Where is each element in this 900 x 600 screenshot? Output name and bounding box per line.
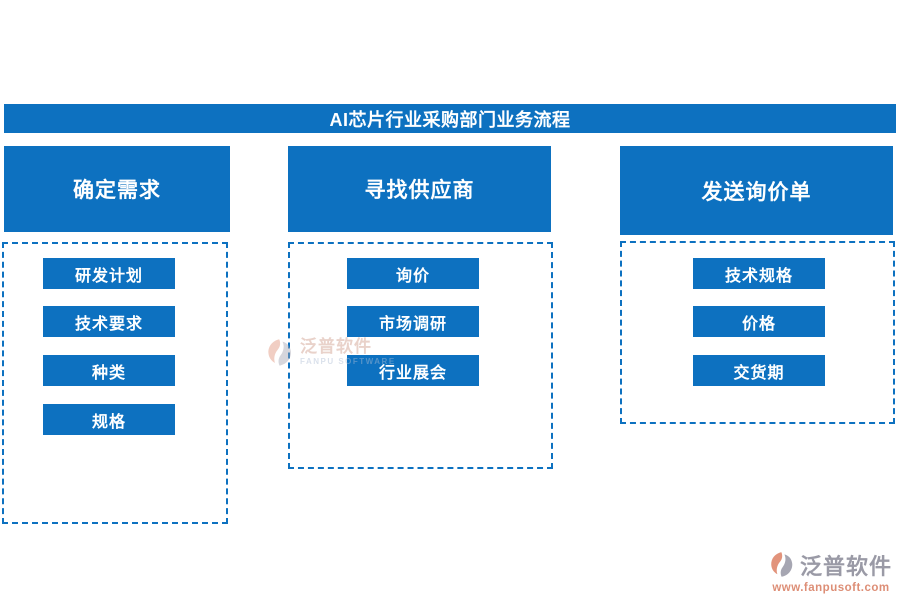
- dashed-container-column-3: [620, 241, 895, 424]
- node-delivery-date: 交货期: [693, 355, 825, 386]
- node-type: 种类: [43, 355, 175, 386]
- node-tech-spec: 技术规格: [693, 258, 825, 289]
- node-price: 价格: [693, 306, 825, 337]
- logo-website-url: www.fanpusoft.com: [772, 582, 890, 594]
- diagram-title: AI芯片行业采购部门业务流程: [4, 104, 896, 133]
- logo-row: 泛普软件: [769, 549, 893, 581]
- column-header-find-suppliers: 寻找供应商: [288, 146, 551, 232]
- fanpu-logo-icon: [771, 552, 793, 577]
- node-market-survey: 市场调研: [347, 306, 479, 337]
- node-tech-require: 技术要求: [43, 306, 175, 337]
- dashed-container-column-2: [288, 242, 553, 469]
- node-inquiry: 询价: [347, 258, 479, 289]
- node-rd-plan: 研发计划: [43, 258, 175, 289]
- dashed-container-column-1: [2, 242, 228, 524]
- node-spec: 规格: [43, 404, 175, 435]
- column-header-determine-requirements: 确定需求: [4, 146, 230, 232]
- fanpu-logo: 泛普软件 www.fanpusoft.com: [769, 549, 893, 594]
- node-industry-expo: 行业展会: [347, 355, 479, 386]
- column-header-send-inquiry: 发送询价单: [620, 146, 893, 235]
- logo-company-name: 泛普软件: [800, 554, 893, 579]
